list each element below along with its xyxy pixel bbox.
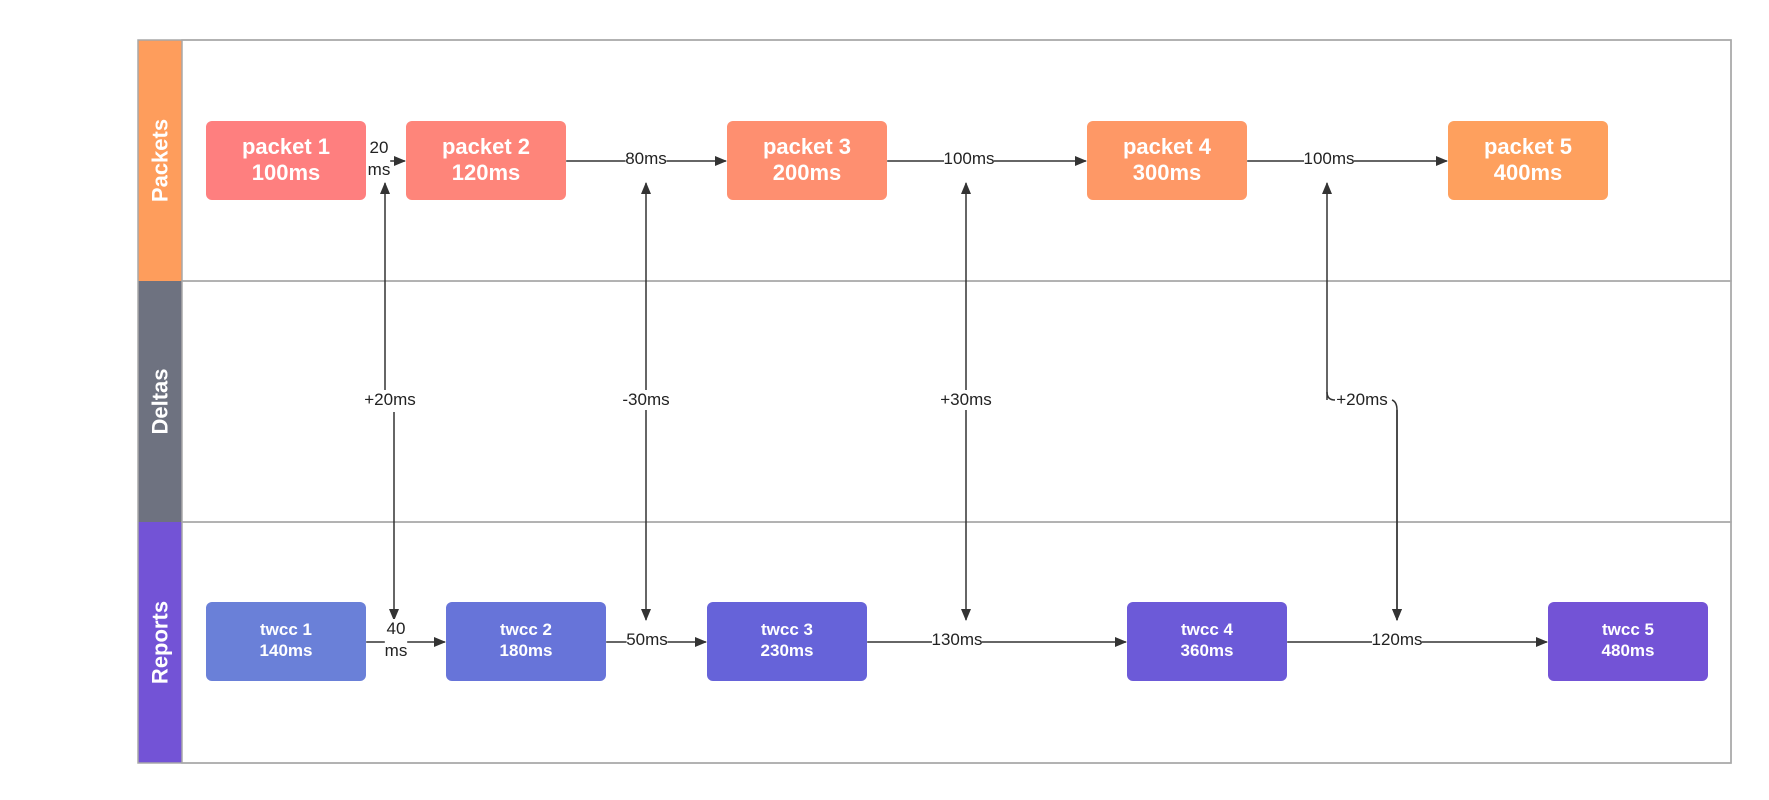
report-gap-label: 120ms bbox=[1371, 630, 1423, 650]
report-name: twcc 5 bbox=[1602, 620, 1654, 639]
delta-label: +20ms bbox=[364, 390, 416, 410]
packet-time: 400ms bbox=[1494, 160, 1563, 185]
packet-gap-label-text: 100ms bbox=[943, 149, 994, 168]
packet-name: packet 2 bbox=[442, 134, 530, 159]
packet-gap-label-bg bbox=[625, 149, 667, 169]
delta-label-bg bbox=[941, 390, 991, 410]
packet-name: packet 4 bbox=[1123, 134, 1212, 159]
lane-header-packets bbox=[138, 40, 182, 281]
packet-name: packet 1 bbox=[242, 134, 330, 159]
packet-gap-label: 100ms bbox=[1303, 149, 1355, 169]
packet-box-bg bbox=[206, 121, 366, 200]
packet-gap-label-bg bbox=[367, 138, 391, 182]
delta-label: +20ms bbox=[1336, 390, 1388, 410]
packet-time: 300ms bbox=[1133, 160, 1202, 185]
packet-box-bg bbox=[406, 121, 566, 200]
report-time: 180ms bbox=[500, 641, 553, 660]
report-box: twcc 1 140ms bbox=[206, 602, 366, 681]
packet-box-bg bbox=[727, 121, 887, 200]
report-box-bg bbox=[1548, 602, 1708, 681]
report-box: twcc 2 180ms bbox=[446, 602, 606, 681]
report-time: 360ms bbox=[1181, 641, 1234, 660]
report-box: twcc 5 480ms bbox=[1548, 602, 1708, 681]
report-time: 230ms bbox=[761, 641, 814, 660]
packet-time: 100ms bbox=[252, 160, 321, 185]
delta-label-bg bbox=[1337, 390, 1387, 410]
packet-gap-label-text: 100ms bbox=[1303, 149, 1354, 168]
report-time: 140ms bbox=[260, 641, 313, 660]
lane-header-deltas bbox=[138, 281, 182, 522]
packet-gap-label-bg bbox=[944, 149, 994, 169]
report-box-bg bbox=[1127, 602, 1287, 681]
packet-time: 200ms bbox=[773, 160, 842, 185]
packet-gap-label: 80ms bbox=[625, 149, 667, 169]
delta-label: -30ms bbox=[621, 390, 671, 410]
delta-label-text: -30ms bbox=[622, 390, 669, 409]
report-box: twcc 4 360ms bbox=[1127, 602, 1287, 681]
report-gap-label-bg bbox=[932, 630, 982, 650]
delta-label-bg bbox=[365, 390, 415, 410]
packet-gap-label-text: 80ms bbox=[625, 149, 667, 168]
delta-label: +30ms bbox=[940, 390, 992, 410]
packet-time: 120ms bbox=[452, 160, 521, 185]
lane-title-packets: Packets bbox=[148, 119, 173, 202]
report-time: 480ms bbox=[1602, 641, 1655, 660]
delta-connector-down bbox=[1326, 391, 1397, 620]
report-gap-label-text: 130ms bbox=[931, 630, 982, 649]
report-gap-label-bg bbox=[626, 630, 668, 650]
packet-box-bg bbox=[1087, 121, 1247, 200]
report-box-bg bbox=[206, 602, 366, 681]
report-gap-label-text: 120ms bbox=[1371, 630, 1422, 649]
delta-label-bg bbox=[621, 390, 671, 410]
lane-title-reports: Reports bbox=[148, 601, 173, 684]
swimlane-frame bbox=[137, 39, 1732, 764]
packet-name: packet 5 bbox=[1484, 134, 1572, 159]
packet-name: packet 3 bbox=[763, 134, 851, 159]
report-box-bg bbox=[446, 602, 606, 681]
delta-label-text: +20ms bbox=[364, 390, 416, 409]
report-name: twcc 3 bbox=[761, 620, 813, 639]
packet-box-bg bbox=[1448, 121, 1608, 200]
report-gap-label-bg bbox=[1372, 630, 1422, 650]
report-gap-label: 130ms bbox=[931, 630, 983, 650]
report-name: twcc 1 bbox=[260, 620, 312, 639]
lane-header-reports bbox=[138, 522, 182, 763]
delta-label-text: +30ms bbox=[940, 390, 992, 409]
report-box: twcc 3 230ms bbox=[707, 602, 867, 681]
lane-title-deltas: Deltas bbox=[148, 368, 173, 434]
report-name: twcc 4 bbox=[1181, 620, 1234, 639]
report-gap-label-bg bbox=[384, 619, 408, 663]
report-box-bg bbox=[707, 602, 867, 681]
report-name: twcc 2 bbox=[500, 620, 552, 639]
report-gap-label: 50ms bbox=[626, 630, 668, 650]
report-gap-label-text: 50ms bbox=[626, 630, 668, 649]
packet-gap-label-bg bbox=[1304, 149, 1354, 169]
packet-gap-label: 100ms bbox=[943, 149, 995, 169]
delta-label-text: +20ms bbox=[1336, 390, 1388, 409]
